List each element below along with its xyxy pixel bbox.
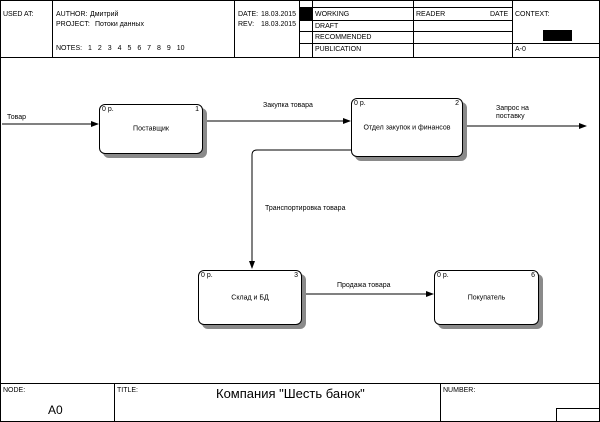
note-10: 10	[176, 45, 185, 52]
header-bottom-rule	[0, 57, 599, 58]
activity-box-supplier[interactable]: 0 р. 1 Поставщик	[99, 104, 203, 154]
diagram-title: Компания "Шесть банок"	[216, 386, 365, 401]
note-6: 6	[137, 45, 142, 52]
status-recommended: RECOMMENDED	[315, 34, 372, 41]
author-value: Дмитрий	[90, 11, 119, 18]
project-label: PROJECT:	[56, 21, 90, 28]
context-marker	[543, 30, 572, 41]
date-label: DATE:	[238, 11, 259, 18]
activity-label: Склад и БД	[231, 294, 269, 301]
working-status-marker	[300, 8, 312, 20]
label-sale: Продажа товара	[337, 282, 391, 289]
activity-cost: 0 р.	[354, 100, 366, 107]
number-label: NUMBER:	[443, 387, 476, 394]
activity-number: 2	[455, 100, 459, 107]
reader-label: READER	[416, 11, 446, 18]
reader-date-label: DATE	[490, 11, 509, 18]
note-2: 2	[97, 45, 102, 52]
used-at-label: USED AT:	[3, 11, 34, 18]
note-4: 4	[117, 45, 122, 52]
context-label: CONTEXT:	[515, 11, 550, 18]
activity-cost: 0 р.	[437, 272, 449, 279]
rev-value: 18.03.2015	[261, 21, 297, 28]
label-input: Товар	[7, 114, 27, 121]
activity-box-customer[interactable]: 0 р. 6 Покупатель	[434, 270, 539, 325]
activity-number: 3	[294, 272, 298, 279]
project-value: Потоки данных	[95, 21, 144, 28]
context-node: A-0	[515, 46, 526, 53]
label-transport: Транспортировка товара	[265, 205, 346, 212]
label-request-line2: поставку	[496, 113, 525, 120]
activity-cost: 0 р.	[201, 272, 213, 279]
status-working: WORKING	[315, 11, 350, 18]
note-1: 1	[88, 45, 92, 52]
arrow-transport[interactable]	[249, 149, 351, 269]
label-request-line1: Запрос на	[496, 105, 529, 112]
note-5: 5	[127, 45, 132, 52]
note-3: 3	[107, 45, 112, 52]
author-label: AUTHOR:	[56, 11, 88, 18]
status-publication: PUBLICATION	[315, 46, 362, 53]
notes-row: NOTES: 1 2 3 4 5 6 7 8 9 10	[56, 44, 189, 53]
note-8: 8	[157, 45, 161, 52]
title-label: TITLE:	[117, 387, 139, 394]
notes-label: NOTES:	[56, 45, 83, 52]
node-label: NODE:	[3, 387, 26, 394]
rev-label: REV:	[238, 21, 255, 28]
activity-number: 1	[195, 106, 199, 113]
footer-top-rule	[0, 383, 599, 384]
activity-box-procurement[interactable]: 0 р. 2 Отдел закупок и финансов	[351, 98, 463, 157]
activity-label: Поставщик	[133, 125, 169, 133]
node-value: A0	[48, 403, 63, 417]
activity-box-warehouse[interactable]: 0 р. 3 Склад и БД	[198, 270, 302, 325]
activity-cost: 0 р.	[102, 106, 114, 113]
status-draft: DRAFT	[315, 23, 339, 30]
note-7: 7	[147, 45, 152, 52]
date-value: 18.03.2015	[261, 11, 297, 18]
note-9: 9	[166, 45, 171, 52]
activity-label: Отдел закупок и финансов	[363, 124, 451, 131]
label-purchase: Закупка товара	[263, 102, 313, 109]
activity-label: Покупатель	[467, 294, 506, 301]
activity-number: 6	[531, 272, 535, 279]
